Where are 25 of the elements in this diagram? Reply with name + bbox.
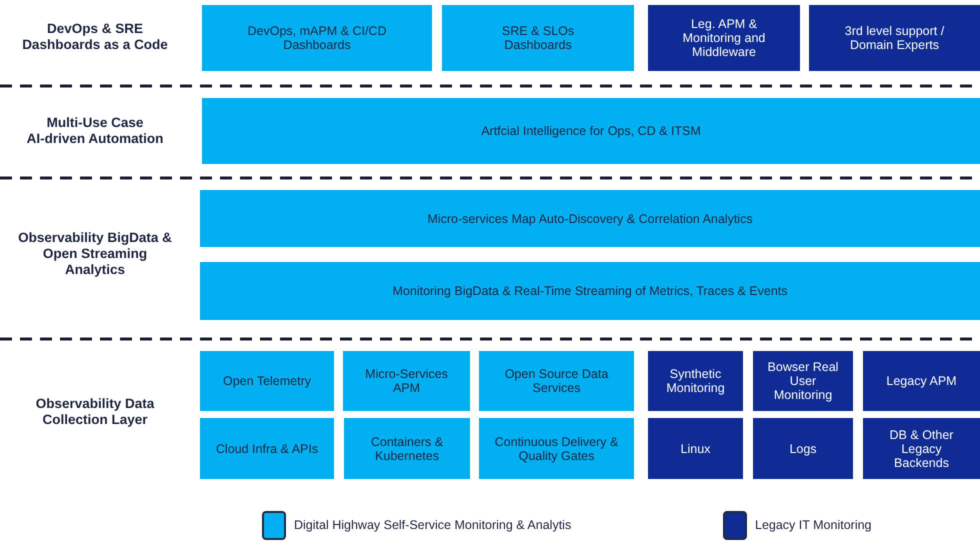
layer-heading: Observability BigData & Open Streaming Analytics (17, 230, 173, 278)
legend-label: Legacy IT Monitoring (755, 517, 872, 533)
capability-tile: Micro-services Map Auto-Discovery & Correlation Analytics (200, 190, 980, 247)
capability-tile: Artfcial Intelligence for Ops, CD & ITSM (202, 98, 980, 164)
capability-tile: Open Source Data Services (479, 351, 634, 411)
capability-tile: Containers & Kubernetes (344, 418, 470, 479)
capability-tile: 3rd level support / Domain Experts (809, 5, 980, 71)
capability-tile: Cloud Infra & APIs (200, 418, 334, 479)
capability-tile: Bowser Real User Monitoring (753, 351, 853, 411)
capability-tile: Leg. APM & Monitoring and Middleware (648, 5, 800, 71)
layer-heading: Observability Data Collection Layer (34, 396, 156, 428)
capability-tile: Linux (648, 418, 743, 479)
layer-heading: DevOps & SRE Dashboards as a Code (21, 21, 169, 53)
layer-heading: Multi-Use Case AI-driven Automation (26, 115, 164, 147)
capability-tile: Open Telemetry (200, 351, 334, 411)
capability-tile: DevOps, mAPM & CI/CD Dashboards (202, 5, 432, 71)
capability-tile: Monitoring BigData & Real-Time Streaming of Metrics, Traces & Events (200, 262, 980, 320)
legend-label: Digital Highway Self-Service Monitoring & Analytis (294, 517, 572, 533)
capability-tile: Legacy APM (863, 351, 980, 411)
capability-tile: DB & Other Legacy Backends (863, 418, 980, 479)
capability-tile: Synthetic Monitoring (648, 351, 743, 411)
capability-tile: Continuous Delivery & Quality Gates (479, 418, 634, 479)
capability-tile: Logs (753, 418, 853, 479)
capability-tile: Micro-Services APM (343, 351, 470, 411)
capability-tile: SRE & SLOs Dashboards (442, 5, 634, 71)
